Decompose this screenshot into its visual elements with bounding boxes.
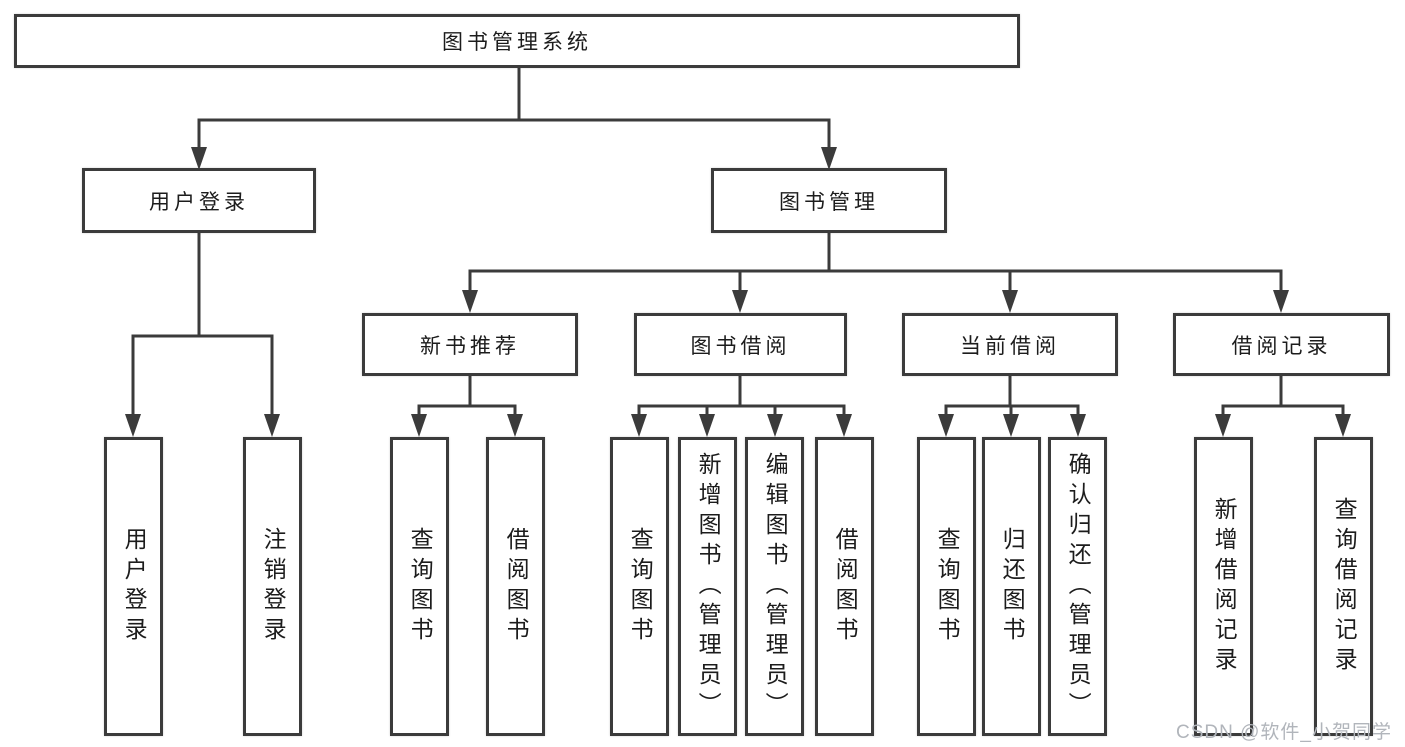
node-borrowing-records: 借阅记录 (1173, 313, 1390, 376)
leaf-label: 查询借阅记录 (1331, 496, 1358, 677)
node-label: 新书推荐 (420, 334, 520, 358)
leaf-label: 查询图书 (627, 526, 654, 647)
leaf-add-book-admin: 新增图书（管理员） (678, 437, 737, 736)
node-label: 图书管理系统 (442, 31, 592, 54)
leaf-query-book-newbooks: 查询图书 (390, 437, 449, 736)
node-user-login: 用户登录 (82, 168, 316, 233)
leaf-label: 查询图书 (407, 526, 434, 647)
leaf-borrow-book-borrowing: 借阅图书 (815, 437, 874, 736)
leaf-confirm-return-admin: 确认归还（管理员） (1048, 437, 1107, 736)
leaf-user-login: 用户登录 (104, 437, 163, 736)
leaf-label: 借阅图书 (503, 526, 530, 647)
leaf-label: 确认归还（管理员） (1065, 451, 1092, 722)
leaf-add-borrow-record: 新增借阅记录 (1194, 437, 1253, 736)
leaf-borrow-book-newbooks: 借阅图书 (486, 437, 545, 736)
node-book-management: 图书管理 (711, 168, 947, 233)
leaf-label: 归还图书 (999, 526, 1026, 647)
leaf-label: 注销登录 (260, 526, 287, 647)
node-current-borrowing: 当前借阅 (902, 313, 1118, 376)
node-label: 用户登录 (149, 190, 249, 214)
leaf-query-book-borrowing: 查询图书 (610, 437, 669, 736)
leaf-label: 借阅图书 (832, 526, 859, 647)
leaf-label: 新增图书（管理员） (695, 451, 722, 722)
node-label: 图书借阅 (690, 334, 791, 358)
node-label: 当前借阅 (960, 334, 1060, 358)
node-label: 图书管理 (779, 190, 879, 214)
leaf-label: 新增借阅记录 (1211, 496, 1238, 677)
leaf-label: 编辑图书（管理员） (762, 451, 789, 722)
node-label: 借阅记录 (1231, 334, 1332, 358)
node-new-book-recommendation: 新书推荐 (362, 313, 578, 376)
leaf-logout: 注销登录 (243, 437, 302, 736)
node-book-borrowing: 图书借阅 (634, 313, 847, 376)
csdn-watermark: CSDN @软件_小贺同学 (1176, 722, 1392, 743)
leaf-query-borrow-record: 查询借阅记录 (1314, 437, 1373, 736)
node-library-management-system: 图书管理系统 (14, 14, 1020, 68)
leaf-edit-book-admin: 编辑图书（管理员） (745, 437, 804, 736)
leaf-query-book-current: 查询图书 (917, 437, 976, 736)
leaf-label: 查询图书 (934, 526, 961, 647)
leaf-label: 用户登录 (121, 526, 148, 647)
leaf-return-book: 归还图书 (982, 437, 1041, 736)
